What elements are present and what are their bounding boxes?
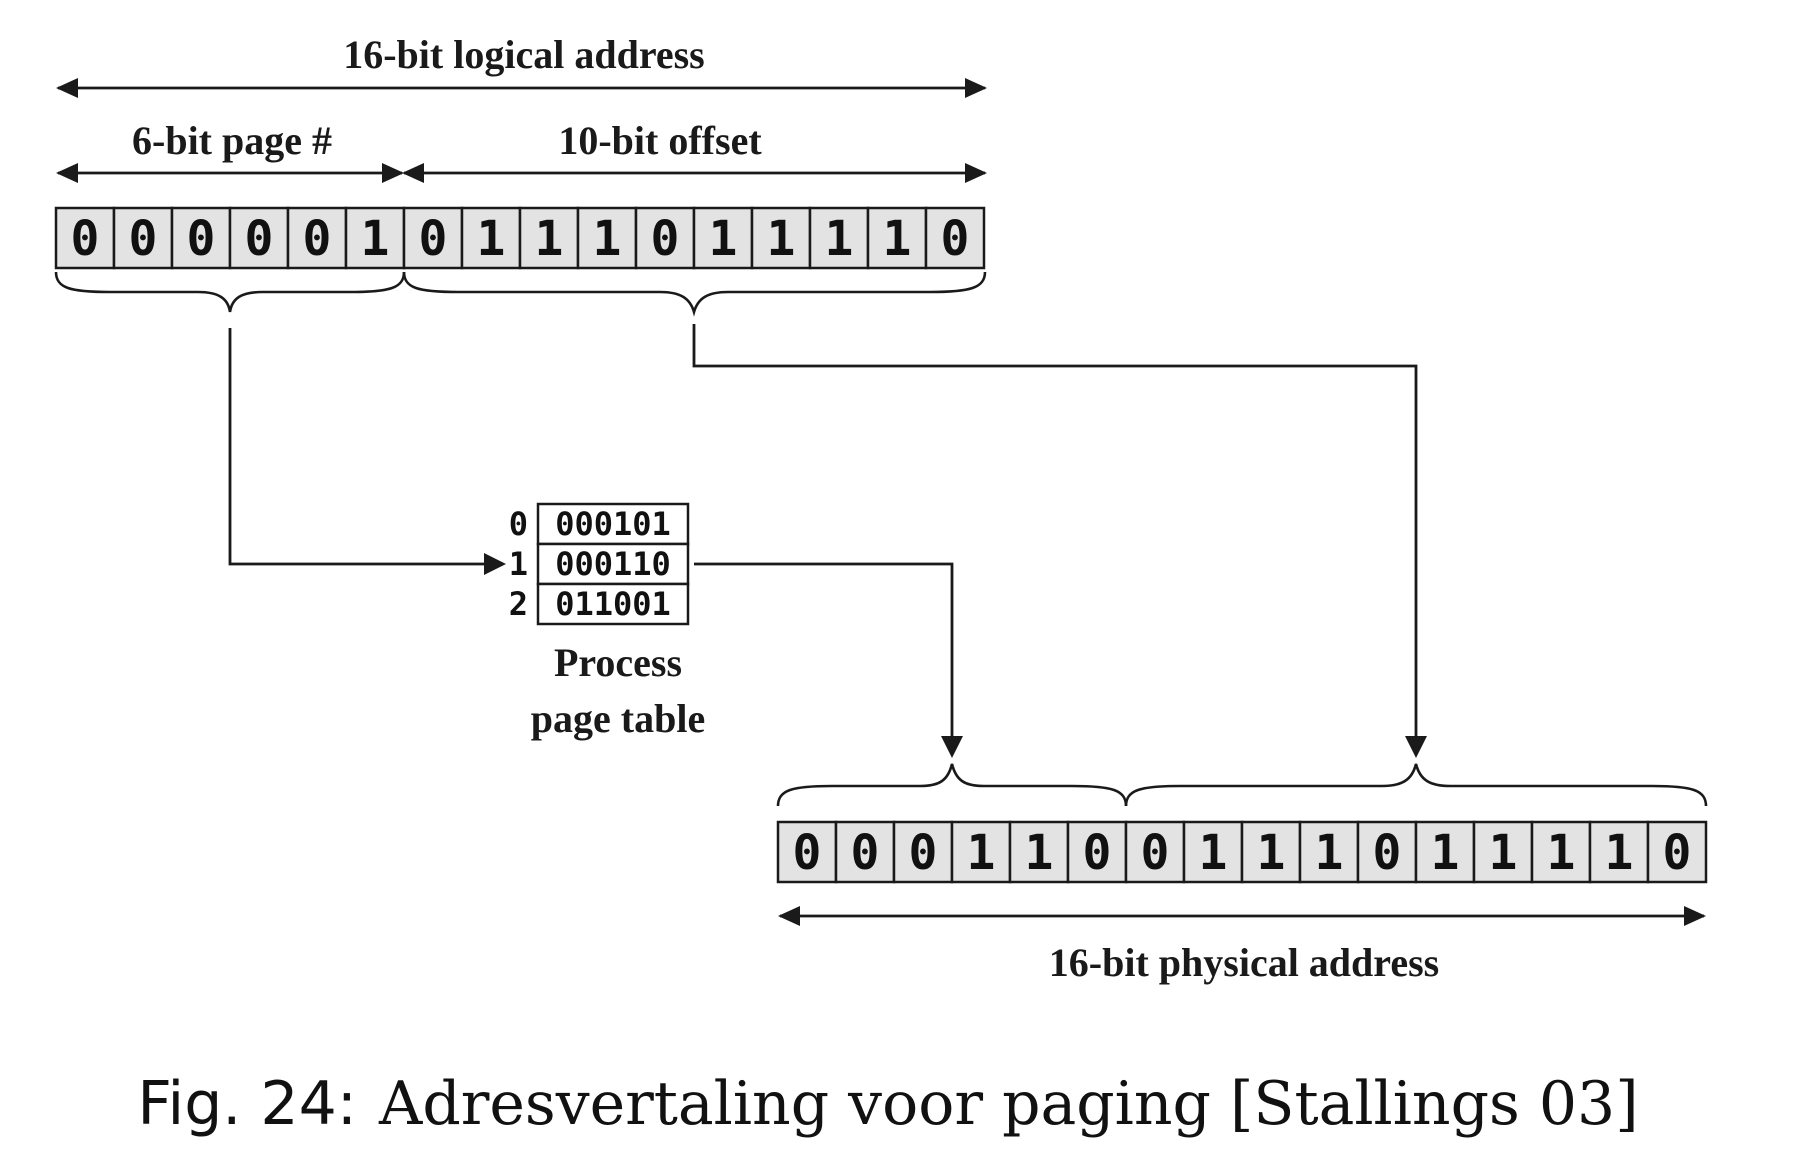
physical-offset-brace bbox=[1124, 763, 1708, 807]
page-table-row bbox=[536, 582, 690, 626]
page-table-label-line1: Process bbox=[554, 640, 682, 685]
physical-bit-cell bbox=[834, 820, 896, 884]
logical-bit-value: 1 bbox=[535, 211, 564, 267]
physical-bit-value: 0 bbox=[909, 825, 938, 881]
page-number-to-table-connector bbox=[228, 328, 486, 566]
logical-bit-cell bbox=[866, 206, 928, 270]
logical-bit-cell bbox=[924, 206, 986, 270]
logical-bit-cell bbox=[228, 206, 290, 270]
physical-bit-value: 1 bbox=[1547, 825, 1576, 881]
frame-to-physical-connector bbox=[694, 562, 954, 736]
logical-bit-value: 1 bbox=[709, 211, 738, 267]
physical-bit-cell bbox=[1008, 820, 1070, 884]
logical-bit-cell bbox=[750, 206, 812, 270]
offset-span-head-right bbox=[965, 163, 987, 183]
physical-bit-value: 1 bbox=[967, 825, 996, 881]
offset-arrowhead bbox=[1405, 736, 1427, 758]
physical-bit-value: 0 bbox=[1141, 825, 1170, 881]
figure-caption: Fig. 24: Adresvertaling voor paging [Stal… bbox=[137, 1069, 1638, 1139]
physical-bit-cell bbox=[1356, 820, 1418, 884]
logical-bit-cell bbox=[286, 206, 348, 270]
logical-address-label: 16-bit logical address bbox=[343, 32, 705, 77]
physical-bit-value: 1 bbox=[1431, 825, 1460, 881]
physical-bit-cell bbox=[1298, 820, 1360, 884]
frame-number-brace bbox=[776, 763, 1128, 807]
physical-bit-cell bbox=[950, 820, 1012, 884]
logical-bit-value: 0 bbox=[651, 211, 680, 267]
page-table-row bbox=[536, 502, 690, 546]
logical-bit-cell bbox=[460, 206, 522, 270]
logical-bit-value: 1 bbox=[767, 211, 796, 267]
physical-bit-value: 1 bbox=[1199, 825, 1228, 881]
frame-arrowhead bbox=[941, 736, 963, 758]
logical-bit-cell bbox=[54, 206, 116, 270]
physical-bit-cell bbox=[1530, 820, 1592, 884]
logical-bit-cell bbox=[112, 206, 174, 270]
logical-span-head-left bbox=[56, 78, 78, 98]
page-table-index: 2 bbox=[509, 585, 528, 623]
logical-bit-value: 1 bbox=[825, 211, 854, 267]
page-table-row bbox=[536, 542, 690, 586]
logical-bit-value: 0 bbox=[303, 211, 332, 267]
logical-bit-value: 1 bbox=[477, 211, 506, 267]
physical-bit-value: 1 bbox=[1025, 825, 1054, 881]
physical-span-head-left bbox=[778, 906, 800, 926]
physical-bit-cell bbox=[1414, 820, 1476, 884]
logical-bit-cell bbox=[344, 206, 406, 270]
physical-address-label: 16-bit physical address bbox=[1049, 940, 1439, 985]
physical-bit-value: 1 bbox=[1605, 825, 1634, 881]
logical-bit-cell bbox=[576, 206, 638, 270]
page-span-head-right bbox=[382, 163, 404, 183]
logical-bit-value: 0 bbox=[187, 211, 216, 267]
logical-bit-cell bbox=[808, 206, 870, 270]
physical-span-head-right bbox=[1684, 906, 1706, 926]
logical-bit-value: 1 bbox=[361, 211, 390, 267]
offset-span-head-left bbox=[402, 163, 424, 183]
logical-bit-value: 0 bbox=[129, 211, 158, 267]
page-table-index: 0 bbox=[509, 505, 528, 543]
offset-to-physical-connector bbox=[692, 324, 1418, 736]
physical-bit-value: 0 bbox=[1083, 825, 1112, 881]
process-page-table: 000101 0 000110 1 011001 2 bbox=[509, 502, 690, 626]
logical-bit-value: 0 bbox=[71, 211, 100, 267]
physical-bit-value: 1 bbox=[1315, 825, 1344, 881]
logical-bit-value: 1 bbox=[593, 211, 622, 267]
page-table-index: 1 bbox=[509, 545, 528, 583]
logical-span-head-right bbox=[965, 78, 987, 98]
physical-bit-value: 0 bbox=[1373, 825, 1402, 881]
physical-bit-cell bbox=[892, 820, 954, 884]
page-table-arrowhead bbox=[484, 553, 506, 575]
logical-bit-value: 0 bbox=[419, 211, 448, 267]
figure-caption-text: Adresvertaling voor paging [Stallings 03… bbox=[378, 1069, 1639, 1139]
page-table-entry: 011001 bbox=[555, 585, 671, 623]
offset-brace bbox=[402, 271, 987, 317]
page-number-brace bbox=[54, 271, 406, 313]
logical-bit-value: 1 bbox=[883, 211, 912, 267]
page-table-label-line2: page table bbox=[531, 696, 705, 741]
logical-bit-cell bbox=[170, 206, 232, 270]
physical-bit-value: 0 bbox=[793, 825, 822, 881]
offset-label: 10-bit offset bbox=[558, 118, 762, 163]
logical-bit-value: 0 bbox=[941, 211, 970, 267]
figure-caption-prefix: Fig. 24: bbox=[137, 1069, 357, 1139]
logical-bit-cell bbox=[634, 206, 696, 270]
physical-bit-value: 1 bbox=[1489, 825, 1518, 881]
logical-bit-value: 0 bbox=[245, 211, 274, 267]
physical-bit-value: 0 bbox=[851, 825, 880, 881]
physical-bit-cell bbox=[1124, 820, 1186, 884]
page-span-head-left bbox=[56, 163, 78, 183]
page-table-entry: 000110 bbox=[555, 545, 671, 583]
physical-bit-cell bbox=[1066, 820, 1128, 884]
page-number-label: 6-bit page # bbox=[132, 118, 332, 163]
physical-bit-value: 1 bbox=[1257, 825, 1286, 881]
physical-bit-value: 0 bbox=[1663, 825, 1692, 881]
physical-bit-cell bbox=[1646, 820, 1708, 884]
logical-bit-cell bbox=[692, 206, 754, 270]
page-table-entry: 000101 bbox=[555, 505, 671, 543]
